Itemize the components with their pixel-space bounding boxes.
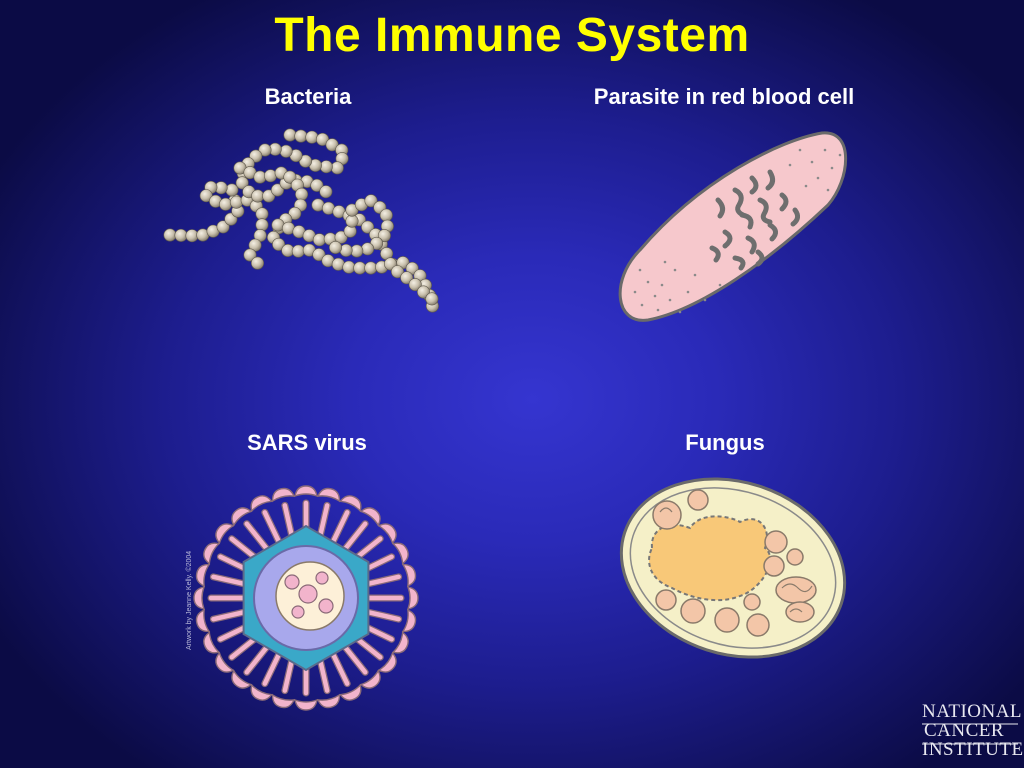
label-sars-virus: SARS virus	[247, 430, 367, 455]
bacteria-illustration	[163, 128, 439, 313]
parasite-rbc-illustration	[618, 131, 847, 322]
label-fungus: Fungus	[685, 430, 765, 455]
slide-title: The Immune System	[274, 9, 750, 62]
logo-line-1: NATIONAL	[922, 701, 1023, 722]
label-parasite: Parasite in red blood cell	[593, 84, 855, 109]
nci-logo: NATIONAL CANCER INSTITUTE	[922, 702, 1024, 759]
logo-line-3: INSTITUTE	[922, 739, 1024, 760]
fungus-cell-illustration	[619, 477, 847, 659]
label-bacteria: Bacteria	[264, 84, 352, 109]
sars-virus-illustration	[193, 485, 419, 711]
nci-logo-rule	[922, 723, 1018, 745]
artist-credit: Artwork by Jeanne Kelly. ©2004	[186, 550, 193, 650]
logo-line-2: CANCER	[924, 720, 1005, 741]
